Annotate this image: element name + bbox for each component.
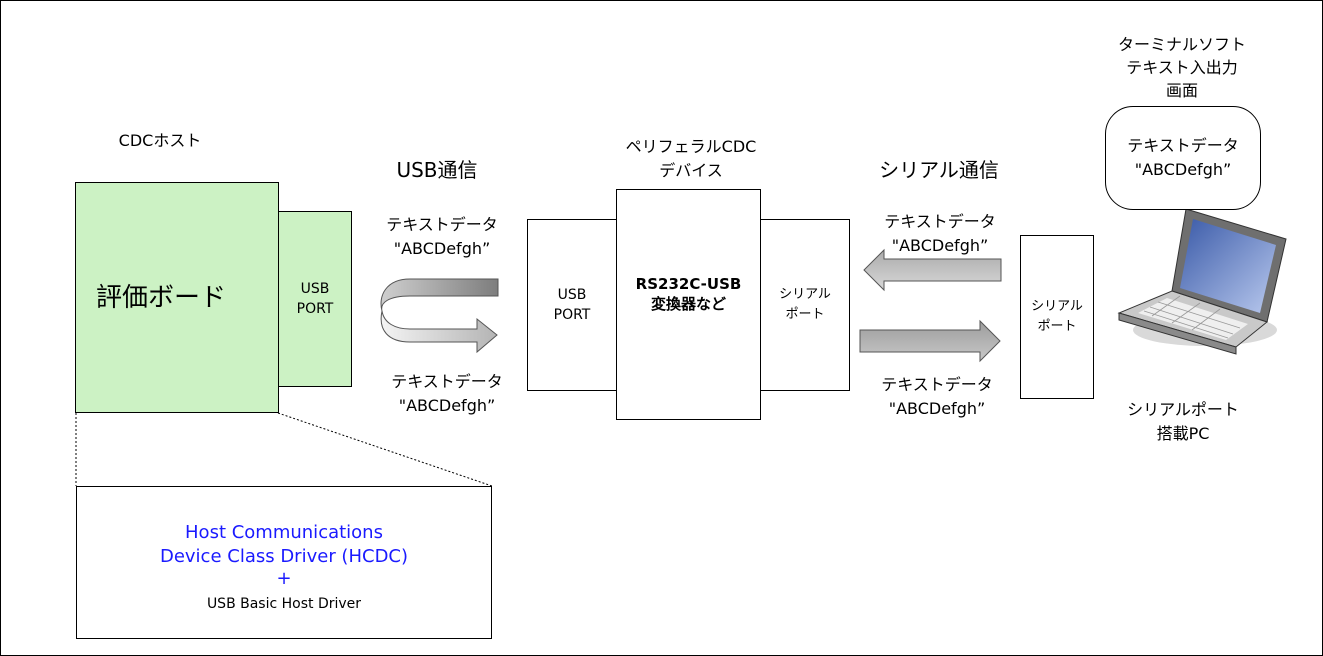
driver-line-2: Device Class Driver (HCDC) xyxy=(159,546,409,567)
terminal-bubble: テキストデータ "ABCDefgh” xyxy=(1105,106,1261,210)
driver-line-1: Host Communications xyxy=(185,522,383,543)
host-usb-port: USB PORT xyxy=(278,211,352,387)
peripheral-usb-port-label: USB PORT xyxy=(553,287,591,323)
usb-lower-text-data: テキストデータ "ABCDefgh” xyxy=(391,372,503,415)
serial-arrow-right xyxy=(859,319,1001,363)
serial-lower-text-data: テキストデータ "ABCDefgh” xyxy=(881,375,993,418)
evaluation-board-label: 評価ボード xyxy=(95,282,226,313)
terminal-bubble-text: テキストデータ "ABCDefgh” xyxy=(1127,136,1239,179)
converter-label: RS232C-USB 変換器など xyxy=(635,274,742,313)
serial-arrow-left xyxy=(863,248,1002,292)
driver-box: Host Communications Device Class Driver … xyxy=(76,486,492,639)
usb-exchange-arrow xyxy=(380,278,499,354)
peripheral-caption: ペリフェラルCDC デバイス xyxy=(625,137,757,180)
peripheral-serial-port: シリアル ポート xyxy=(760,219,850,391)
serial-upper-text-data: テキストデータ "ABCDefgh” xyxy=(884,212,996,255)
dotted-link-right xyxy=(277,412,493,487)
peripheral-usb-port: USB PORT xyxy=(527,219,617,391)
pc-caption: シリアルポート 搭載PC xyxy=(1127,400,1239,443)
host-caption: CDCホスト xyxy=(118,131,202,150)
pc-serial-port-label: シリアル ポート xyxy=(1031,299,1083,334)
laptop-icon xyxy=(1117,208,1287,355)
evaluation-board: 評価ボード xyxy=(75,182,279,413)
terminal-caption: ターミナルソフト テキスト入出力 画面 xyxy=(1117,35,1246,100)
pc-serial-port: シリアル ポート xyxy=(1020,235,1094,399)
driver-plus: + xyxy=(276,568,292,589)
usb-link-title: USB通信 xyxy=(396,158,478,182)
serial-link-title: シリアル通信 xyxy=(879,158,999,182)
host-usb-port-label: USB PORT xyxy=(296,281,334,317)
usb-upper-text-data: テキストデータ "ABCDefgh” xyxy=(386,215,498,258)
driver-line-3: USB Basic Host Driver xyxy=(206,596,362,612)
peripheral-serial-port-label: シリアル ポート xyxy=(779,287,831,322)
converter-box: RS232C-USB 変換器など xyxy=(616,189,761,420)
